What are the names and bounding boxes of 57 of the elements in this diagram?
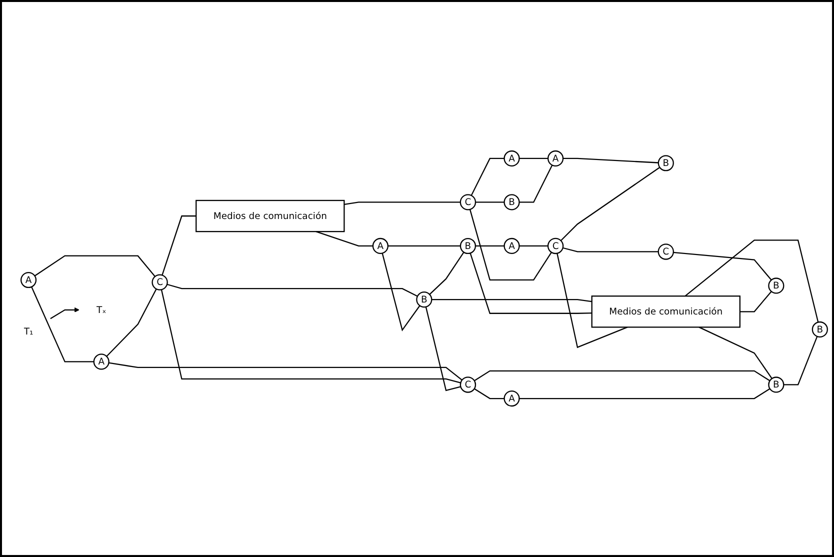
- node-circle: C: [547, 238, 564, 254]
- node-circle: B: [504, 194, 520, 210]
- connector: [34, 255, 156, 277]
- connector: [166, 284, 418, 297]
- connector: [519, 245, 548, 247]
- connector: [432, 299, 592, 302]
- node-text: T₁: [24, 326, 34, 337]
- node-circle: A: [548, 150, 564, 167]
- connector: [476, 202, 504, 203]
- node-circle: B: [768, 278, 784, 294]
- connector: [784, 336, 818, 386]
- connector: [382, 253, 420, 332]
- connector: [162, 215, 196, 276]
- node-circle: A: [504, 150, 520, 167]
- connector: [698, 326, 772, 379]
- node-circle: C: [658, 244, 674, 260]
- node-circle: A: [372, 238, 388, 254]
- connector: [519, 164, 553, 203]
- connector: [388, 245, 460, 247]
- connector: [469, 209, 552, 281]
- connector: [429, 252, 464, 295]
- node-box: Medios de comunicación: [196, 200, 345, 232]
- node-circle: B: [812, 321, 828, 338]
- connector: [740, 291, 772, 312]
- node-circle: B: [416, 292, 432, 308]
- node-circle: B: [768, 376, 784, 393]
- connector: [470, 158, 504, 196]
- connector: [470, 252, 592, 314]
- connector: [519, 158, 548, 160]
- connector: [106, 288, 157, 357]
- node-circle: A: [20, 272, 37, 288]
- node-circle: A: [504, 238, 520, 254]
- node-circle: B: [460, 238, 476, 254]
- connector: [474, 388, 504, 400]
- node-text: Tₓ: [96, 304, 106, 316]
- node-circle: C: [460, 194, 476, 210]
- connector: [560, 166, 660, 242]
- node-box: Medios de comunicación: [591, 296, 740, 328]
- node-circle: B: [658, 155, 674, 172]
- connector: [316, 231, 373, 247]
- connector: [108, 362, 462, 381]
- arrow: [50, 307, 80, 320]
- connector: [31, 286, 94, 362]
- connector: [519, 388, 770, 400]
- connector: [474, 370, 770, 382]
- node-circle: C: [460, 376, 476, 393]
- connector: [556, 253, 628, 348]
- connector: [425, 306, 461, 392]
- node-circle: C: [152, 274, 168, 290]
- connector: [673, 252, 772, 280]
- connector: [684, 240, 819, 322]
- connector: [563, 158, 658, 164]
- connector: [344, 202, 460, 206]
- node-circle: A: [504, 390, 520, 407]
- node-circle: A: [93, 354, 110, 370]
- connector: [562, 247, 658, 252]
- connector: [475, 245, 504, 247]
